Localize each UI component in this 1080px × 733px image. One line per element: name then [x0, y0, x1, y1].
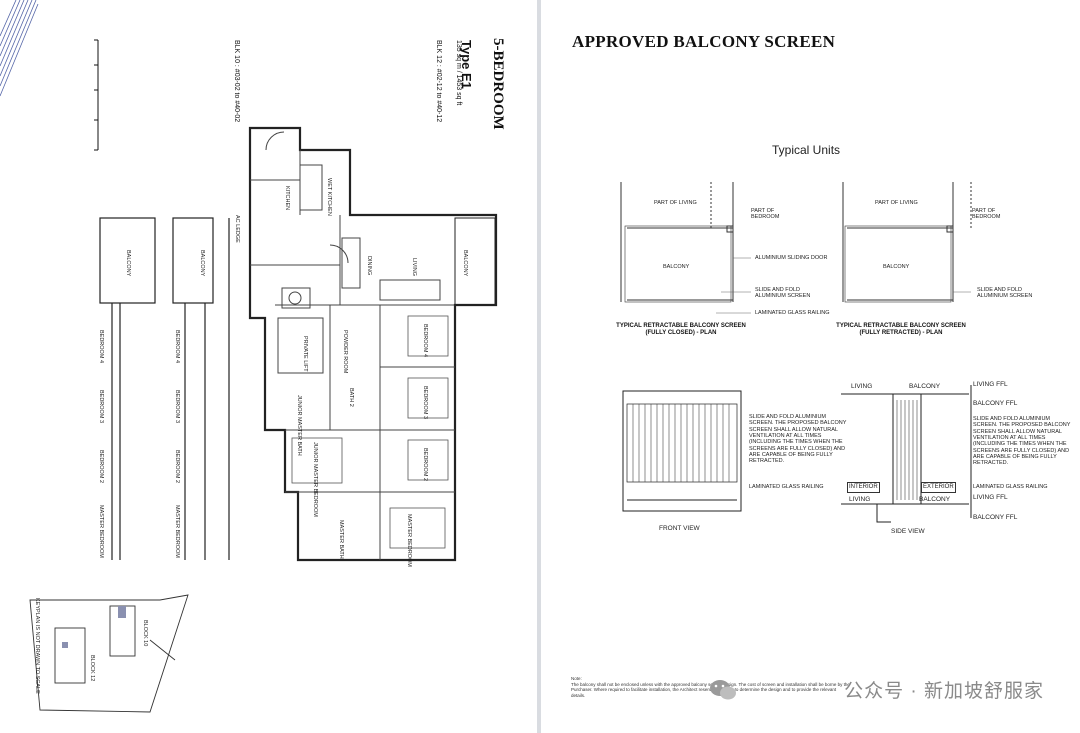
strip-bedroom-2: BEDROOM 2: [98, 450, 104, 484]
plan2-part-of-bedroom: PART OF BEDROOM: [972, 208, 1001, 221]
balcony-drawings: [620, 182, 972, 523]
room-balcony: BALCONY: [462, 250, 468, 277]
side-view-slats: [896, 400, 918, 500]
plan1-part-of-bedroom: PART OF BEDROOM: [751, 208, 780, 221]
plan1-railing: LAMINATED GLASS RAILING: [755, 310, 830, 316]
room-bedroom-3: BEDROOM 3: [422, 386, 428, 420]
caption-retracted: TYPICAL RETRACTABLE BALCONY SCREEN (FULL…: [836, 323, 966, 337]
page-gutter: [537, 0, 541, 733]
strip-bedroom-3: BEDROOM 3: [98, 390, 104, 424]
side-screen-note: SLIDE AND FOLD ALUMINIUM SCREEN. THE PRO…: [973, 416, 1071, 467]
plan-closed: [620, 182, 734, 303]
strip-balcony-2: BALCONY: [199, 250, 205, 277]
strip-balcony-1: BALCONY: [125, 250, 131, 277]
strip-master: MASTER BEDROOM: [98, 505, 104, 558]
side-balcony-ffl-bottom: BALCONY FFL: [973, 514, 1018, 521]
side-balcony-bottom: BALCONY: [919, 496, 951, 503]
floorplan-drawing: [0, 0, 498, 713]
notes-body: The balcony shall not be enclosed unless…: [571, 682, 850, 698]
plan1-part-of-living: PART OF LIVING: [654, 200, 697, 206]
front-view: [622, 390, 742, 512]
room-kitchen: KITCHEN: [284, 186, 290, 211]
side-living-bottom: LIVING: [849, 496, 871, 503]
floorplan-walls: [248, 126, 498, 562]
side-view-caption: SIDE VIEW: [891, 528, 925, 535]
unit-range-primary: BLK 12 : #02-12 to #40-12: [435, 40, 442, 123]
side-exterior: EXTERIOR: [921, 482, 956, 493]
side-interior: INTERIOR: [847, 482, 880, 493]
room-ac-ledge: AC LEDGE: [234, 215, 240, 243]
room-living: LIVING: [411, 258, 417, 277]
leaders: [716, 257, 971, 314]
elevation-strips: [99, 217, 230, 560]
balcony-screen-page: APPROVED BALCONY SCREEN Typical Units: [541, 0, 1080, 733]
keyplan: [29, 594, 189, 713]
front-screen-note: SLIDE AND FOLD ALUMINIUM SCREEN. THE PRO…: [749, 414, 847, 465]
strip2-bedroom-2: BEDROOM 2: [174, 450, 180, 484]
corner-stripes: [0, 0, 39, 97]
room-wet-kitchen: WET KITCHEN: [326, 178, 332, 216]
strip2-bedroom-4: BEDROOM 4: [174, 330, 180, 364]
room-junior-master: JUNIOR MASTER BEDROOM: [312, 442, 318, 517]
plan-retracted: [842, 182, 972, 303]
room-bedroom-4: BEDROOM 4: [422, 324, 428, 358]
beds: [291, 315, 449, 549]
wechat-icon: [710, 680, 736, 700]
side-balcony: BALCONY: [909, 383, 941, 390]
unit-heading: 5-BEDROOM: [490, 38, 506, 130]
keyplan-note: KEYPLAN IS NOT DRAWN TO SCALE: [34, 598, 40, 694]
plan1-slide-fold: SLIDE AND FOLD ALUMINIUM SCREEN: [755, 287, 811, 300]
room-powder: POWDER ROOM: [342, 330, 348, 374]
front-view-slats: [632, 404, 730, 482]
plan2-slide-fold: SLIDE AND FOLD ALUMINIUM SCREEN: [977, 287, 1033, 300]
unit-range-secondary: BLK 10 : #03-02 to #40-02: [233, 40, 240, 123]
notes-title: Note:: [571, 676, 582, 681]
room-master-bedroom: MASTER BEDROOM: [406, 514, 412, 567]
unit-area: 135 sq m / 1453 sq ft: [455, 40, 462, 106]
watermark-text: 公众号 · 新加坡舒服家: [844, 681, 1044, 702]
room-private-lift: PRIVATE LIFT: [302, 336, 308, 372]
floorplan-page: 5-BEDROOM Type E1 135 sq m / 1453 sq ft …: [0, 0, 537, 733]
side-view: [841, 385, 972, 523]
front-railing: LAMINATED GLASS RAILING: [749, 484, 824, 490]
page-title: APPROVED BALCONY SCREEN: [572, 32, 836, 51]
side-railing: LAMINATED GLASS RAILING: [973, 484, 1048, 490]
side-living: LIVING: [851, 383, 873, 390]
room-master-bath: MASTER BATH: [338, 520, 344, 559]
keyplan-block-10: BLOCK 10: [142, 620, 148, 647]
room-junior-master-bath: JUNIOR MASTER BATH: [296, 395, 302, 456]
scale-bar: [94, 39, 99, 151]
caption-closed: TYPICAL RETRACTABLE BALCONY SCREEN (FULL…: [616, 323, 746, 337]
keyplan-block-12: BLOCK 12: [89, 655, 95, 682]
plan2-part-of-living: PART OF LIVING: [875, 200, 918, 206]
side-balcony-ffl: BALCONY FFL: [973, 400, 1018, 407]
front-view-caption: FRONT VIEW: [659, 525, 700, 532]
strip2-master: MASTER BEDROOM: [174, 505, 180, 558]
room-dining: DINING: [366, 256, 372, 276]
room-bath-2: BATH 2: [348, 388, 354, 407]
side-living-ffl-bottom: LIVING FFL: [973, 494, 1008, 501]
section-subtitle: Typical Units: [772, 143, 841, 157]
side-living-ffl: LIVING FFL: [973, 381, 1008, 388]
room-bedroom-2: BEDROOM 2: [422, 448, 428, 482]
plan1-balcony: BALCONY: [663, 264, 690, 270]
plan2-balcony: BALCONY: [883, 264, 910, 270]
floorplan-interior: [250, 131, 455, 560]
strip-bedroom-4: BEDROOM 4: [98, 330, 104, 364]
plan1-sliding-door: ALUMINIUM SLIDING DOOR: [755, 255, 828, 261]
strip2-bedroom-3: BEDROOM 3: [174, 390, 180, 424]
